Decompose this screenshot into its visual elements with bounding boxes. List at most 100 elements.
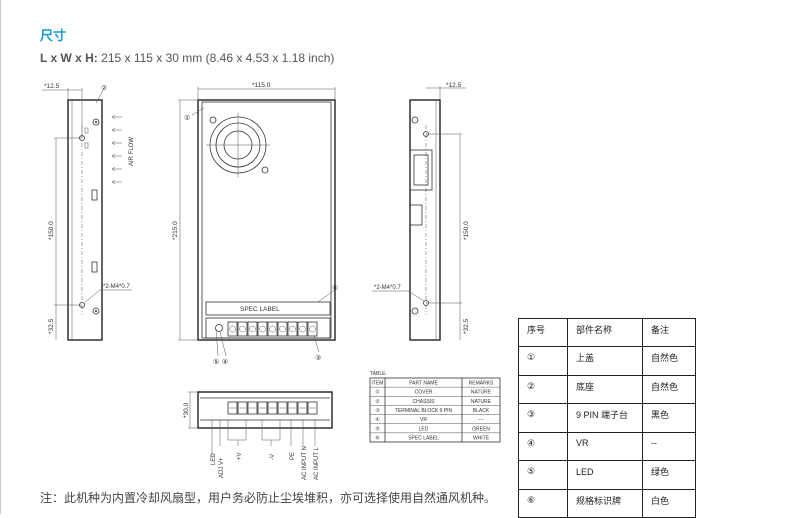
callout-2: ② [101, 84, 107, 92]
terminal-screw [297, 401, 308, 415]
parts-table-header: ITEM [372, 381, 384, 387]
parts-table-cell: NATURE [471, 390, 492, 396]
terminal-adj: ADJ V+ [219, 457, 225, 478]
left-dim-bottom: *32.5 [48, 318, 55, 334]
terminal-screw [227, 321, 238, 337]
callout-4: ④ [222, 358, 228, 366]
spec-label [205, 301, 331, 316]
terminal-screw [297, 321, 308, 337]
header-index: 序号 [518, 318, 568, 347]
terminal-screw [237, 401, 248, 415]
dimensions-label: L x W x H: [40, 51, 98, 65]
cell-index: ③ [518, 403, 568, 433]
left-dim-top: *12.5 [44, 83, 60, 90]
terminal-screw [227, 401, 238, 415]
parts-table-cell: ① [375, 390, 380, 396]
cell-part: 底座 [567, 374, 643, 404]
parts-table-cell: ③ [375, 408, 380, 414]
left-dim-mid: *150.0 [48, 221, 55, 240]
parts-table-cell: COVER [415, 390, 433, 396]
parts-table-cell: ④ [375, 417, 380, 423]
cell-index: ① [518, 346, 568, 376]
parts-table-cell: ⑥ [375, 435, 380, 441]
callout-1: ① [184, 114, 190, 122]
terminal-block [227, 321, 318, 337]
cell-part: 规格标识牌 [567, 488, 643, 518]
terminal-plus-v: +V [237, 452, 243, 460]
fan-icon [206, 113, 270, 177]
spec-label-text: SPEC LABEL [240, 306, 280, 313]
terminal-screw [307, 321, 318, 337]
bottom-dim-height: *30.0 [183, 402, 190, 418]
cell-index: ⑤ [518, 460, 568, 490]
parts-table-cell: CHASSIS [413, 399, 436, 405]
callout-3: ③ [315, 354, 321, 362]
bottom-terminal-block [227, 401, 318, 415]
cell-remark: 白色 [642, 488, 696, 518]
terminal-screw [247, 401, 258, 415]
footnote: 注：此机种为内置冷却风扇型，用户务必防止尘埃堆积，亦可选择使用自然通风机种。 [40, 491, 497, 505]
header-remarks: 备注 [642, 318, 696, 347]
front-dim-height: *215.0 [172, 221, 179, 240]
parts-table-cell: GREEN [472, 426, 490, 432]
parts-table-cell: BLACK [473, 408, 490, 414]
terminal-minus-v: -V [270, 454, 276, 460]
terminal-screw [267, 401, 278, 415]
cell-part: 9 PIN 端子台 [567, 403, 643, 433]
right-dim-mid: *150.0 [463, 221, 470, 240]
terminal-screw [257, 401, 268, 415]
parts-table-header: PART NAME [409, 381, 438, 387]
terminal-screw [307, 401, 318, 415]
terminal-screw [277, 401, 288, 415]
right-dim-top: *12.5 [446, 82, 462, 89]
terminal-ac-l: AC INPUT L [314, 446, 320, 480]
cell-index: ② [518, 374, 568, 404]
terminal-screw [287, 401, 298, 415]
terminal-screw [237, 321, 248, 337]
parts-table-cell: VR [420, 417, 427, 423]
parts-table-cell: WHITE [473, 435, 490, 441]
parts-table-cell: SPEC LABEL [408, 435, 439, 441]
right-side-view: *12.5 *150.0 *32.5 *2-M4*0.7 [372, 82, 470, 341]
cell-part: LED [567, 460, 643, 490]
cell-remark: -- [642, 431, 696, 461]
parts-table-cell: ⑤ [375, 426, 380, 432]
header-part-name: 部件名称 [567, 318, 643, 347]
callout-5-led: ⑤ [213, 358, 219, 366]
parts-table-cell: --- [479, 417, 484, 423]
parts-table-cell: NATURE [471, 399, 492, 405]
left-side-view: *12.5 *150.0 *32.5 *2-M4*0.7 ② AIR FLOW [42, 83, 135, 341]
terminal-ac-n: AC INPUT N [302, 446, 308, 480]
cell-remark: 黑色 [642, 403, 696, 433]
front-dim-width: *115.0 [252, 82, 271, 89]
cell-part: 上盖 [567, 346, 643, 376]
terminal-led: LED [211, 453, 217, 465]
terminal-pe: PE [290, 452, 296, 460]
parts-table-cell: ② [375, 399, 380, 405]
parts-table-caption: TABLE. [370, 371, 387, 377]
dimensions-value: 215 x 115 x 30 mm (8.46 x 4.53 x 1.18 in… [101, 51, 335, 65]
parts-table-cell: TERMINAL BLOCK 9 PIN [395, 408, 453, 414]
cell-part: VR [567, 431, 643, 461]
page-edge [0, 0, 1, 514]
cell-remark: 绿色 [642, 460, 696, 490]
terminal-screw [277, 321, 288, 337]
table-header-row: 序号 部件名称 备注 [518, 318, 696, 347]
right-screw-spec: *2-M4*0.7 [374, 285, 401, 291]
parts-table-cell: LED [419, 426, 429, 432]
cell-index: ⑥ [518, 488, 568, 518]
terminal-screw [257, 321, 268, 337]
section-heading: 尺寸 [40, 28, 67, 43]
bottom-view: *30.0 LED ADJ V+ +V -V PE AC INPUT N AC … [183, 391, 333, 480]
airflow-arrows [111, 114, 122, 185]
cell-index: ④ [518, 431, 568, 461]
